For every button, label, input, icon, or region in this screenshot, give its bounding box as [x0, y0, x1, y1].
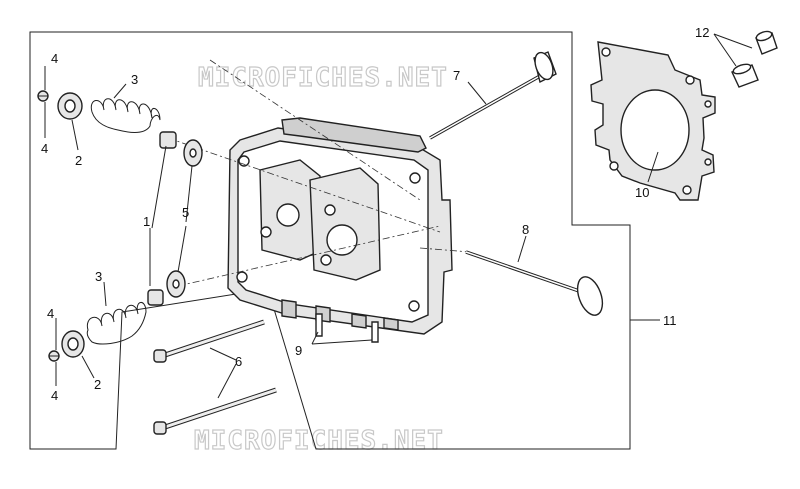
lower-valve-spring: [86, 302, 147, 345]
axis-line: [209, 59, 421, 201]
callout-3: 3: [131, 72, 138, 87]
lower-valve-seal: [147, 289, 164, 306]
callout-2: 2: [94, 377, 101, 392]
axis-line: [167, 137, 441, 233]
upper-valve-spring: [90, 98, 161, 133]
callout-11: 11: [663, 313, 677, 328]
lower-spring-washer: [166, 270, 186, 298]
callout-9: 9: [295, 343, 302, 358]
dowel-pins: [731, 30, 778, 88]
callout-2: 2: [75, 153, 82, 168]
watermark-bottom: MICROFICHES.NET: [194, 426, 444, 456]
watermark-top: MICROFICHES.NET: [198, 63, 448, 93]
lower-spring-retainer: [61, 330, 85, 358]
callout-5: 5: [182, 205, 189, 220]
callout-4: 4: [51, 51, 58, 66]
lower-cotters: [48, 350, 60, 362]
leader-lines: [44, 33, 753, 399]
callout-3: 3: [95, 269, 102, 284]
callout-12: 12: [695, 25, 709, 40]
upper-spring-washer: [183, 139, 203, 167]
upper-spring-retainer: [57, 92, 83, 120]
callout-4: 4: [41, 141, 48, 156]
callout-7: 7: [453, 68, 460, 83]
callout-4: 4: [47, 306, 54, 321]
axis-line: [419, 247, 471, 253]
callout-6: 6: [235, 354, 242, 369]
upper-cotters: [37, 90, 49, 102]
head-bolt-lower: [153, 387, 277, 435]
assembly-frame: [29, 31, 631, 450]
callout-10: 10: [635, 185, 649, 200]
upper-valve-seal: [159, 131, 177, 149]
studs: [315, 313, 379, 343]
callout-8: 8: [522, 222, 529, 237]
head-bolt-upper: [153, 319, 265, 363]
callout-4: 4: [51, 388, 58, 403]
cylinder-head: [227, 117, 453, 335]
exhaust-valve: [465, 250, 604, 316]
head-gasket: [590, 41, 716, 201]
callout-1: 1: [143, 214, 150, 229]
intake-valve: [429, 51, 557, 140]
